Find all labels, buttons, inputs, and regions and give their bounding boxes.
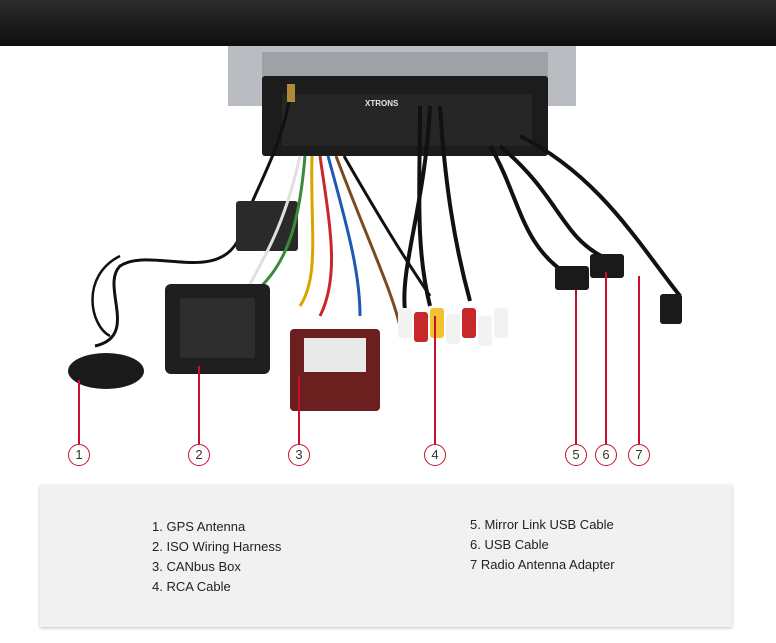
legend-left-column: 1. GPS Antenna 2. ISO Wiring Harness 3. … xyxy=(152,517,281,597)
callout-pointer-6 xyxy=(605,272,607,444)
top-bar xyxy=(0,0,776,46)
legend-item-usb-cable: 6. USB Cable xyxy=(470,537,549,552)
callout-pointer-1 xyxy=(78,380,80,444)
legend-panel: 1. GPS Antenna 2. ISO Wiring Harness 3. … xyxy=(40,485,732,627)
legend-item-canbus-box: 3. CANbus Box xyxy=(152,559,241,574)
callout-2: 2 xyxy=(188,444,210,466)
callout-5: 5 xyxy=(565,444,587,466)
callout-pointer-5 xyxy=(575,290,577,444)
brand-logo: XTRONS xyxy=(365,99,399,108)
legend-item-gps-antenna: 1. GPS Antenna xyxy=(152,519,246,534)
legend-item-radio-antenna-adapter: 7 Radio Antenna Adapter xyxy=(470,557,615,572)
product-photo: XTRONS xyxy=(68,46,682,411)
legend-right-column: 5. Mirror Link USB Cable 6. USB Cable 7 … xyxy=(470,515,615,575)
callout-3: 3 xyxy=(288,444,310,466)
legend-item-rca-cable: 4. RCA Cable xyxy=(152,579,231,594)
callout-7: 7 xyxy=(628,444,650,466)
callout-pointer-2 xyxy=(198,366,200,444)
gps-antenna xyxy=(68,84,295,389)
callout-4: 4 xyxy=(424,444,446,466)
callout-6: 6 xyxy=(595,444,617,466)
callout-1: 1 xyxy=(68,444,90,466)
callout-pointer-3 xyxy=(298,376,300,444)
legend-item-iso-wiring-harness: 2. ISO Wiring Harness xyxy=(152,539,282,554)
callout-pointer-7 xyxy=(638,276,640,444)
head-unit: XTRONS xyxy=(228,46,576,156)
legend-item-mirror-link-usb-cable: 5. Mirror Link USB Cable xyxy=(470,517,614,532)
rca-cables xyxy=(398,105,508,346)
usb-cables xyxy=(488,134,682,324)
callout-pointer-4 xyxy=(434,316,436,444)
